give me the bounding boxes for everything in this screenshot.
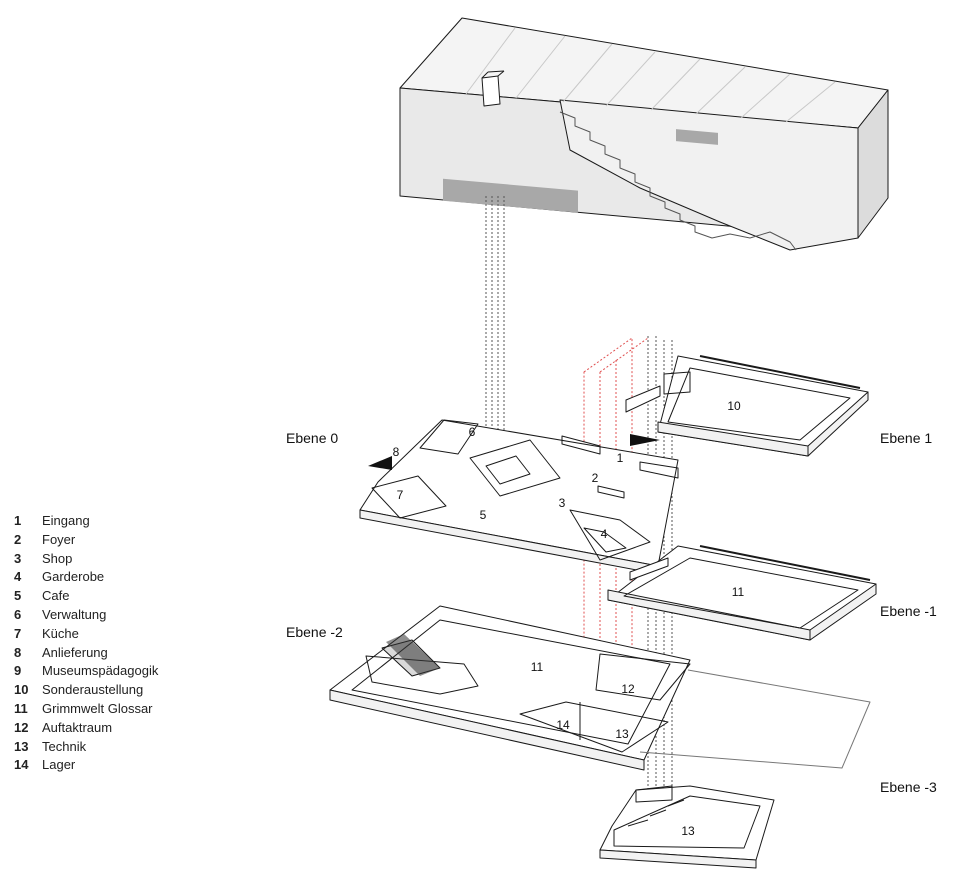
roof-building [399,17,889,251]
legend-number: 1 [14,513,22,528]
entrance-arrow-icon [630,434,660,446]
room-label-glossar-m2: 11 [530,660,544,674]
legend-number: 9 [14,663,22,679]
legend-item: 1 Eingang [14,512,158,531]
legend-number: 14 [14,757,29,773]
legend-item: 7 Küche [14,625,158,644]
legend-item: 9 Museumspädagogik [14,662,158,681]
legend-number: 5 [14,588,22,604]
room-label-anlieferung: 8 [392,445,400,459]
level-label-ebene-m1: Ebene -1 [880,603,937,619]
roof-chimney [481,75,501,107]
legend-item: 6 Verwaltung [14,606,158,625]
level-label-ebene-1: Ebene 1 [880,430,933,446]
legend-number: 3 [14,550,22,566]
room-label-lager: 14 [556,718,570,732]
room-label-kueche: 7 [396,488,404,502]
legend-number: 8 [14,644,22,660]
floor-ebene-0 [359,419,679,575]
room-legend: 1 Eingang 2 Foyer 3 Shop 4 Garderobe 5 Cafe 6… [14,512,158,775]
legend-number: 4 [14,569,22,585]
legend-label: Anlieferung [42,644,108,660]
room-label-foyer: 2 [591,471,599,485]
legend-label: Grimmwelt Glossar [42,700,153,716]
legend-number: 6 [14,606,22,622]
floor-ebene-m3 [599,785,775,869]
room-label-sonderaustellung: 10 [727,399,741,413]
legend-item: 13 Technik [14,738,158,757]
legend-label: Garderobe [42,569,105,585]
floor-ebene-m1 [607,545,877,641]
legend-label: Cafe [42,588,70,604]
legend-label: Verwaltung [42,606,107,622]
legend-item: 2 Foyer [14,531,158,550]
legend-number: 7 [14,625,22,641]
legend-label: Foyer [42,531,76,547]
legend-number: 12 [14,719,29,735]
level-label-ebene-0: Ebene 0 [286,430,339,446]
legend-item: 14 Lager [14,756,158,775]
room-label-shop: 3 [558,496,566,510]
legend-label: Küche [42,625,79,641]
legend-number: 11 [14,700,28,716]
roof-opening-right [676,129,718,145]
level-label-ebene-m2: Ebene -2 [286,624,343,640]
delivery-arrow-icon [368,456,392,470]
roof-opening-left [443,178,578,213]
level-label-ebene-m3: Ebene -3 [880,779,937,795]
room-label-technik-m3: 13 [681,824,695,838]
room-label-garderobe: 4 [600,527,608,541]
room-label-auftaktraum: 12 [621,682,635,696]
roof-terrace-ribs [465,27,836,123]
legend-label: Lager [42,757,76,773]
legend-number: 10 [14,682,29,698]
floor-ebene-1 [625,355,869,457]
legend-label: Technik [42,738,87,754]
room-label-glossar-m1: 11 [731,585,745,599]
legend-item: 5 Cafe [14,587,158,606]
legend-item: 12 Auftaktraum [14,719,158,738]
room-label-technik-m2: 13 [615,727,629,741]
legend-item: 3 Shop [14,550,158,569]
room-label-verwaltung: 6 [468,425,476,439]
legend-item: 4 Garderobe [14,568,158,587]
room-label-eingang: 1 [616,451,624,465]
legend-item: 11 Grimmwelt Glossar [14,700,158,719]
roof-steps [559,111,797,251]
legend-item: 8 Anlieferung [14,644,158,663]
legend-label: Museumspädagogik [42,663,159,679]
legend-number: 13 [14,738,29,754]
legend-label: Auftaktraum [42,719,113,735]
legend-label: Eingang [42,513,90,528]
stair-hatch [386,634,440,676]
room-label-cafe: 5 [479,508,487,522]
legend-item: 10 Sonderaustellung [14,681,158,700]
legend-number: 2 [14,531,22,547]
legend-label: Shop [42,550,73,566]
legend-label: Sonderaustellung [42,682,144,698]
